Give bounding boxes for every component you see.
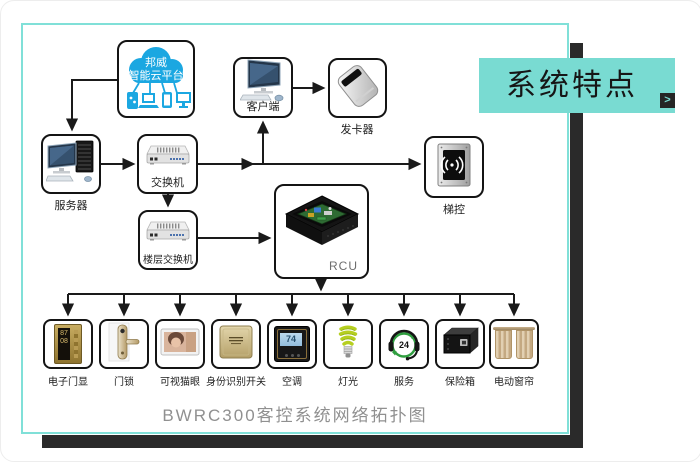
chevron-right-icon[interactable]: >: [660, 93, 675, 108]
cloud-platform-node: 邦威 智能云平台: [117, 40, 195, 118]
system-features-label: 系统特点: [506, 69, 638, 102]
light-bulb-icon: [334, 323, 362, 366]
network-switch-icon: [144, 219, 192, 250]
door-display-icon: 8708: [54, 324, 82, 364]
safe-box-label: 保险箱: [445, 377, 475, 388]
thermostat-label: 空调: [282, 377, 302, 388]
rcu-controller-icon: [284, 195, 360, 260]
door-lock-icon: [107, 322, 141, 367]
card-issuer-icon: [335, 63, 381, 114]
client-label: 客户端: [246, 101, 280, 113]
curtain-node: [489, 319, 539, 369]
light-label: 灯光: [338, 377, 358, 388]
network-switch-icon: [144, 143, 192, 174]
id-switch-node: [211, 319, 261, 369]
elevator-control-node: [424, 136, 484, 198]
elevator-control-label: 梯控: [443, 204, 465, 216]
id-switch-label: 身份识别开关: [206, 377, 266, 388]
thermostat-icon: 74: [274, 326, 310, 362]
service-label: 服务: [394, 377, 414, 388]
server-icon: [45, 140, 96, 189]
peephole-label: 可视猫眼: [160, 377, 200, 388]
service-node: 24: [379, 319, 429, 369]
safe-box-node: [435, 319, 485, 369]
door-display-digits: 8708: [60, 330, 68, 345]
diagram-title: BWRC300客控系统网络拓扑图: [162, 406, 428, 425]
card-issuer-node: [328, 58, 387, 118]
switch-node: 交换机: [137, 134, 198, 194]
door-lock-node: [99, 319, 149, 369]
video-peephole-icon: [160, 328, 200, 361]
desktop-computer-icon: [239, 58, 286, 107]
id-switch-icon: [219, 325, 253, 364]
thermostat-reading: 74: [280, 333, 302, 346]
laptop-icon: [138, 92, 159, 108]
door-display-node: 8708: [43, 319, 93, 369]
phone-icon: [127, 91, 138, 109]
light-node: [323, 319, 373, 369]
curtain-label: 电动窗帘: [494, 377, 534, 388]
card-issuer-label: 发卡器: [340, 124, 374, 136]
rcu-label: RCU: [329, 259, 358, 273]
system-features-banner[interactable]: 系统特点 >: [479, 58, 675, 113]
switch-label: 交换机: [151, 177, 184, 189]
tablet-icon: [162, 91, 172, 108]
safe-box-icon: [439, 326, 481, 363]
thermostat-node: 74: [267, 319, 317, 369]
card-reader-icon: [437, 143, 471, 192]
cloud-name-line1: 邦威: [145, 57, 167, 69]
peephole-node: [155, 319, 205, 369]
cloud-icon: [119, 41, 193, 118]
floor-switch-node: 楼层交换机: [138, 210, 198, 270]
curtain-icon: [493, 327, 535, 361]
floor-switch-label: 楼层交换机: [143, 255, 193, 266]
monitor-icon: [176, 91, 191, 108]
server-label: 服务器: [54, 200, 88, 212]
door-display-label: 电子门显: [48, 377, 88, 388]
door-lock-label: 门锁: [114, 377, 134, 388]
right-shadow-bar: [570, 43, 583, 448]
client-node: 客户端: [233, 57, 293, 118]
service-badge: 24: [398, 340, 409, 350]
server-node: [41, 134, 101, 194]
service-24h-icon: 24: [385, 326, 423, 362]
bottom-shadow-bar: [42, 435, 583, 448]
cloud-name-line2: 智能云平台: [128, 70, 184, 82]
rcu-node: RCU: [274, 184, 369, 279]
